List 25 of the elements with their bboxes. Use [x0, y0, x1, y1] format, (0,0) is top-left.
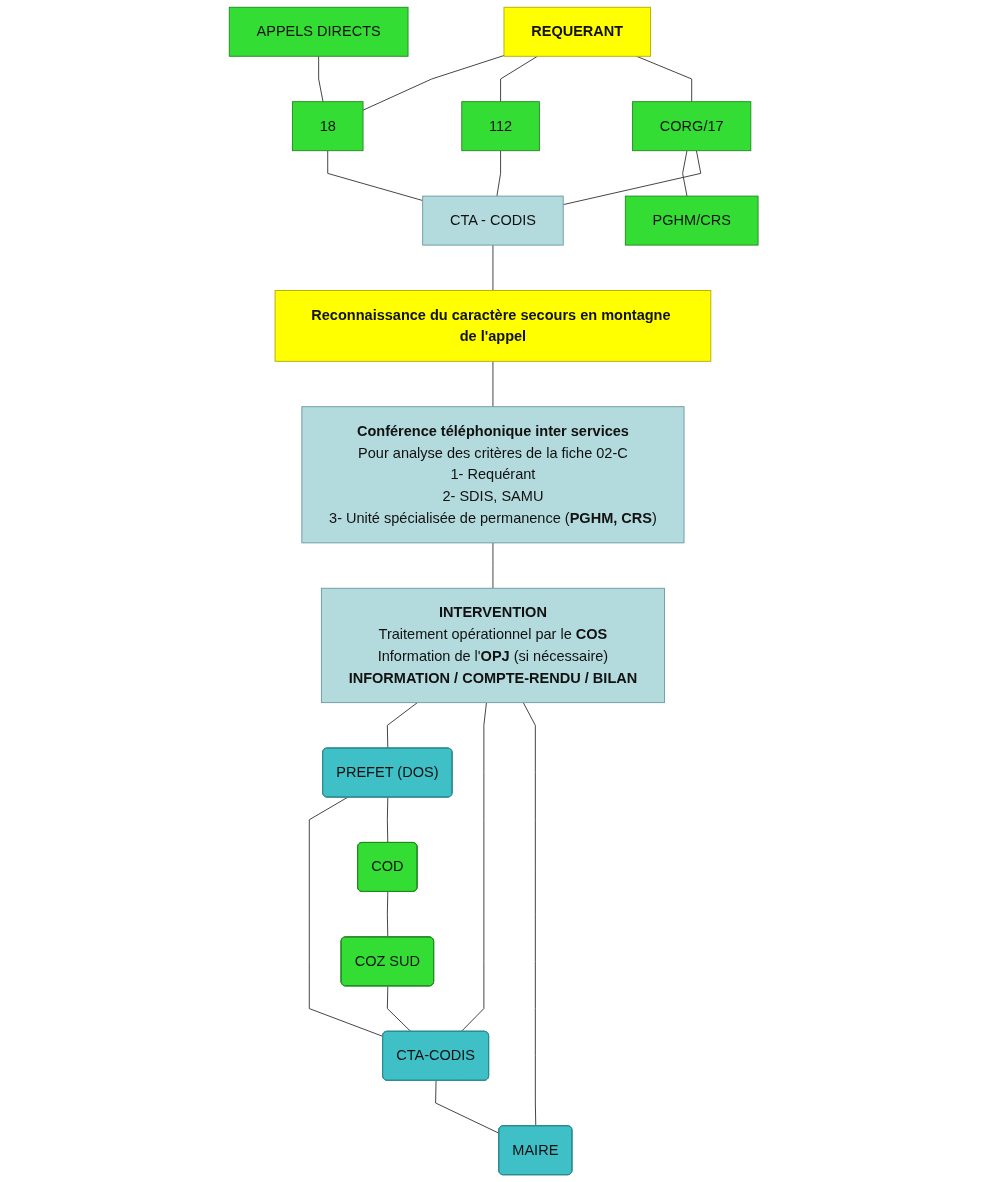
node-box: Reconnaissance du caractère secours en montagne de l'appel: [274, 290, 712, 362]
connector: [386, 797, 389, 844]
connector: [435, 1080, 500, 1134]
connector: [682, 150, 688, 197]
connector: [386, 985, 412, 1033]
connector: [386, 702, 418, 749]
node-box: Conférence téléphonique inter services Pour analyse des critères de la fiche 02-C 1- Requérant 2- SDIS, SAMU 3- Unité spécialisée de permanence (PGHM, CRS): [301, 406, 685, 544]
connector: [327, 150, 423, 201]
connector: [496, 150, 501, 197]
connector: [308, 797, 384, 1037]
connector: [562, 150, 702, 206]
node-box: REQUERANT: [503, 6, 651, 57]
connector: [318, 55, 324, 103]
connector: [386, 891, 389, 938]
node-box: 18: [291, 101, 364, 152]
connector: [499, 55, 538, 103]
connector: [460, 702, 487, 1033]
connector: [362, 55, 505, 111]
connector: [522, 702, 537, 1127]
node-box: CORG/17: [631, 101, 752, 152]
node-box: 112: [461, 101, 540, 152]
node-box: PGHM/CRS: [624, 195, 759, 246]
node-box: APPELS DIRECTS: [228, 6, 409, 57]
node-box: INTERVENTION Traitement opérationnel par le COS Information de l'OPJ (si nécessaire) INFORMATION / COMPTE-RENDU / BILAN: [320, 587, 665, 704]
node-box: CTA - CODIS: [422, 195, 564, 246]
